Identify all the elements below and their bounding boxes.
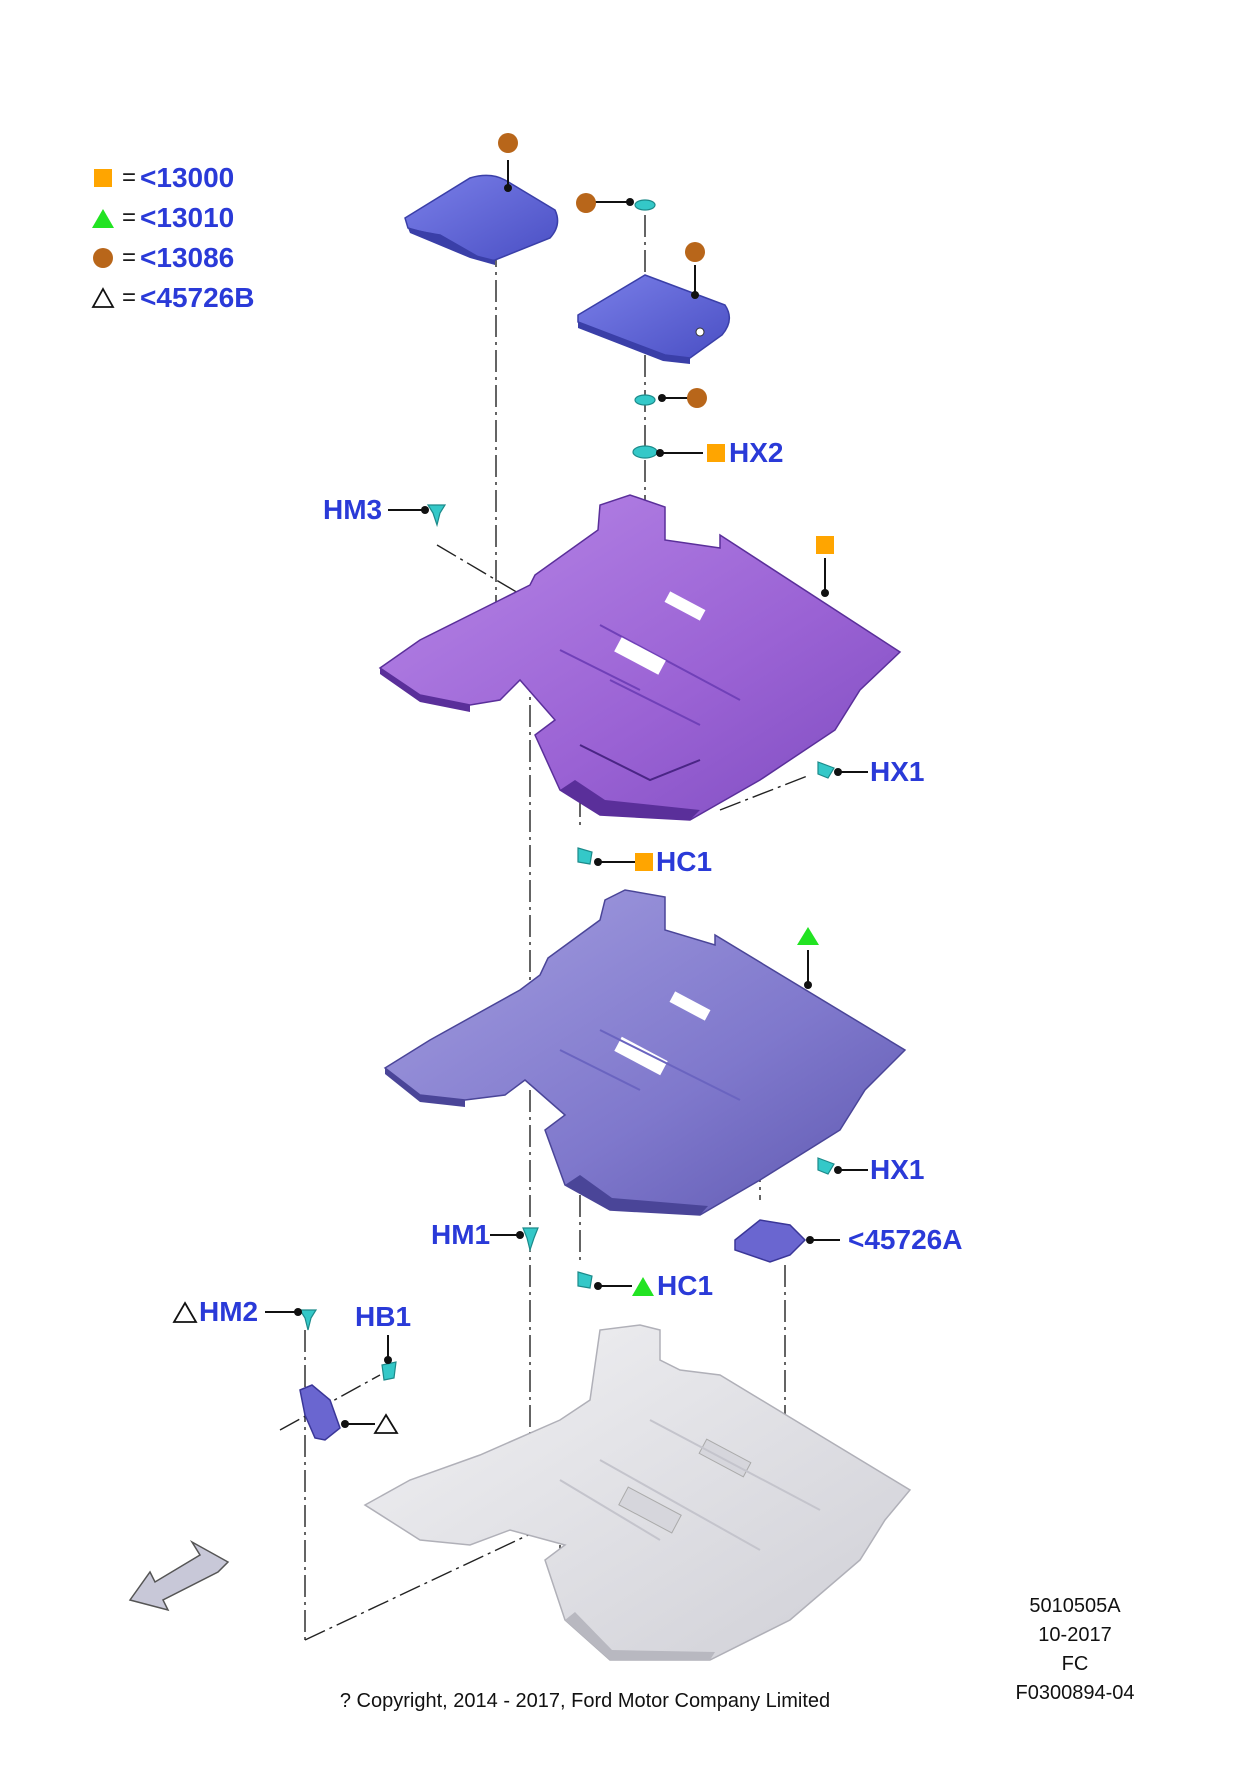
callout-hx1-lower[interactable]: HX1 [870, 1154, 925, 1185]
floor-carpet[interactable] [378, 494, 902, 821]
callout-hc1-upper[interactable]: HC1 [656, 846, 713, 877]
legend-row-triangle-outline: = <45726B [90, 278, 254, 318]
callout-hc1-lower[interactable]: HC1 [657, 1270, 714, 1301]
callout-hb1[interactable]: HB1 [355, 1301, 412, 1332]
bracket-45726a[interactable] [734, 1219, 807, 1263]
front-direction-arrow-icon [128, 1539, 230, 1612]
legend-row-square: = <13000 [90, 158, 254, 198]
legend-equals: = [122, 244, 137, 271]
leader-dots [294, 184, 842, 1428]
square-marker-icon [635, 444, 834, 871]
drawing-code: FC [1061, 1653, 1089, 1675]
callout-hm2[interactable]: HM2 [199, 1296, 259, 1327]
legend-code: <45726B [140, 282, 255, 313]
circle-marker-icon [498, 133, 707, 408]
copyright-notice: ? Copyright, 2014 - 2017, Ford Motor Com… [339, 1690, 831, 1712]
callout-hm1[interactable]: HM1 [431, 1219, 491, 1250]
legend-row-circle: = <13086 [90, 238, 254, 278]
triangle-marker-icon [172, 927, 819, 1434]
callout-hx1-upper[interactable]: HX1 [870, 756, 925, 787]
symbol-legend: = <13000 = <13010 = <13086 = <45726B [90, 158, 254, 318]
legend-code: <13010 [140, 202, 235, 233]
legend-row-triangle: = <13010 [90, 198, 254, 238]
legend-equals: = [122, 204, 137, 231]
callout-hx2[interactable]: HX2 [729, 437, 784, 468]
bracket-hm2[interactable] [299, 1384, 341, 1441]
rear-floor-mat[interactable] [577, 274, 731, 364]
drawing-metadata: 5010505A 10-2017 FC F0300894-04 [995, 1592, 1155, 1708]
clip-fastener-icon [298, 199, 835, 1381]
floor-pan [363, 1324, 912, 1661]
triangle-marker-icon [90, 205, 116, 231]
legend-equals: = [122, 284, 137, 311]
drawing-date: 10-2017 [1038, 1624, 1112, 1646]
legend-code: <13000 [140, 162, 235, 193]
triangle-outline-marker-icon [90, 285, 116, 311]
callout-hm3[interactable]: HM3 [323, 494, 383, 525]
front-floor-mat[interactable] [404, 174, 559, 265]
circle-marker-icon [90, 245, 116, 271]
square-marker-icon [90, 165, 116, 191]
legend-equals: = [122, 164, 137, 191]
drawing-reference: F0300894-04 [1015, 1682, 1135, 1704]
illustration-id: 5010505A [1029, 1595, 1121, 1617]
floor-insulator[interactable] [383, 889, 907, 1216]
legend-code: <13086 [140, 242, 235, 273]
leader-lines [265, 160, 868, 1425]
callout-45726a[interactable]: <45726A [848, 1224, 963, 1255]
